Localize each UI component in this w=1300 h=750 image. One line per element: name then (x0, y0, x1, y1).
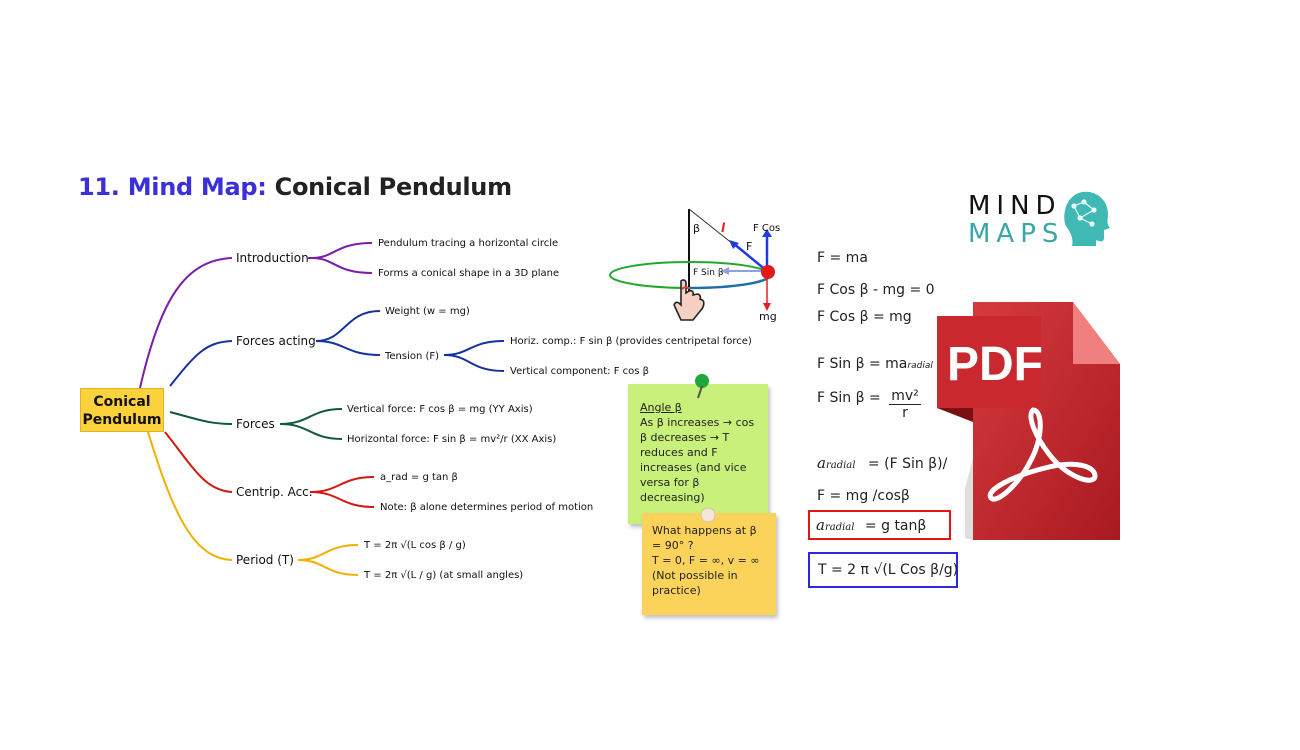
formula-6: aradial = (F Sin β)/ (817, 454, 947, 472)
center-node-line1: Conical (93, 394, 151, 410)
formula-8-box: aradial = g tanβ (808, 510, 951, 540)
acrobat-icon (987, 407, 1098, 502)
center-node-line2: Pendulum (82, 412, 162, 428)
formula-8-sub: radial (824, 522, 855, 533)
branch-label-period: Period (T) (236, 553, 294, 567)
branch-label-centrip-acc: Centrip. Acc. (236, 485, 313, 499)
branch-period (147, 431, 359, 576)
hand-pointer-icon (673, 279, 705, 321)
fcos-label: F Cos (753, 223, 780, 234)
pendulum-diagram: β l F Cos F F Sin β mg (605, 205, 795, 330)
formula-4: F Sin β = maradial (817, 356, 933, 372)
leaf-period-1: T = 2π √(L cos β / g) (363, 540, 466, 551)
formula-8-symbol: a (816, 516, 825, 534)
note2-line1: What happens at β = 90° ? (652, 524, 757, 552)
note1-body: As β increases → cos β decreases → T red… (640, 416, 755, 504)
leaf-forces-2: Horizontal force: F sin β = mv²/r (XX Ax… (347, 434, 556, 445)
logo: MIND MAPS (968, 192, 1064, 248)
brain-head-icon (1064, 191, 1110, 246)
note2-line2: T = 0, F = ∞, v = ∞ (652, 554, 760, 567)
title-prefix: Mind Map: (127, 173, 267, 201)
green-pin-icon (695, 374, 709, 399)
note1-heading: Angle β (640, 401, 682, 414)
formula-8-rhs: = g tanβ (864, 518, 927, 534)
formula-1: F = ma (817, 250, 868, 266)
branch-label-introduction: Introduction (236, 251, 309, 265)
bob (761, 265, 775, 279)
sticky-note-angle: Angle β As β increases → cos β decreases… (628, 384, 768, 524)
leaf-intro-1: Pendulum tracing a horizontal circle (378, 238, 558, 249)
pdf-file-icon: PDF (937, 302, 1120, 540)
logo-mind: MIND (968, 191, 1062, 221)
title-number: 11. (78, 173, 120, 201)
formula-6-rhs: = (F Sin β)/ (867, 456, 948, 472)
branch-centrip-acc (164, 431, 375, 508)
pdf-label: PDF (947, 338, 1043, 391)
title-topic: Conical Pendulum (274, 173, 512, 201)
branch-forces-acting (169, 310, 505, 387)
mind-map: Introduction Pendulum tracing a horizont… (139, 238, 752, 581)
formula-4-main: F Sin β = ma (817, 356, 908, 372)
page-title: 11. Mind Map: Conical Pendulum (78, 173, 512, 201)
formula-4-sub: radial (907, 361, 933, 371)
formula-5-denominator: r (902, 405, 908, 421)
f-label: F (746, 240, 752, 253)
leaf-forces-1: Vertical force: F cos β = mg (YY Axis) (347, 404, 533, 415)
sticky-note-ninety: What happens at β = 90° ? T = 0, F = ∞, … (642, 513, 776, 615)
formula-6-sub: radial (825, 460, 856, 471)
formula-panel: F = ma F Cos β - mg = 0 F Cos β = mg F S… (805, 240, 985, 600)
subleaf-vertical: Vertical component: F cos β (510, 366, 649, 377)
branch-label-forces: Forces (236, 417, 275, 431)
formula-9: T = 2 π √(L Cos β/g) (818, 562, 959, 578)
formula-3: F Cos β = mg (817, 309, 912, 325)
white-pin-icon (700, 507, 716, 523)
subleaf-horizontal: Horiz. comp.: F sin β (provides centripe… (510, 336, 752, 347)
branch-forces (169, 408, 343, 440)
logo-maps: MAPS (968, 219, 1065, 249)
formula-2: F Cos β - mg = 0 (817, 282, 935, 298)
leaf-centrip-1: a_rad = g tan β (380, 472, 458, 483)
l-label: l (721, 221, 726, 235)
leaf-period-2: T = 2π √(L / g) (at small angles) (363, 570, 523, 581)
formula-6-symbol: a (817, 454, 826, 472)
formula-5: F Sin β = (817, 390, 881, 406)
beta-label: β (693, 222, 700, 235)
formula-7: F = mg /cosβ (817, 488, 910, 504)
formula-5-fraction: mv² r (889, 388, 921, 421)
branch-label-forces-acting: Forces acting (236, 334, 316, 348)
leaf-intro-2: Forms a conical shape in a 3D plane (378, 268, 559, 279)
center-node: Conical Pendulum (80, 388, 164, 432)
formula-9-box: T = 2 π √(L Cos β/g) (808, 552, 958, 588)
formula-5-numerator: mv² (889, 388, 921, 405)
formula-5-main: F Sin β = (817, 390, 881, 406)
fsin-label: F Sin β (693, 268, 724, 278)
note2-line3: (Not possible in practice) (652, 569, 738, 597)
mg-label: mg (759, 310, 777, 323)
leaf-forces-acting-1: Weight (w = mg) (385, 306, 470, 317)
leaf-centrip-2: Note: β alone determines period of motio… (380, 502, 593, 513)
leaf-forces-acting-2: Tension (F) (384, 351, 439, 362)
branch-introduction (139, 242, 373, 389)
force-arrow (732, 242, 768, 272)
